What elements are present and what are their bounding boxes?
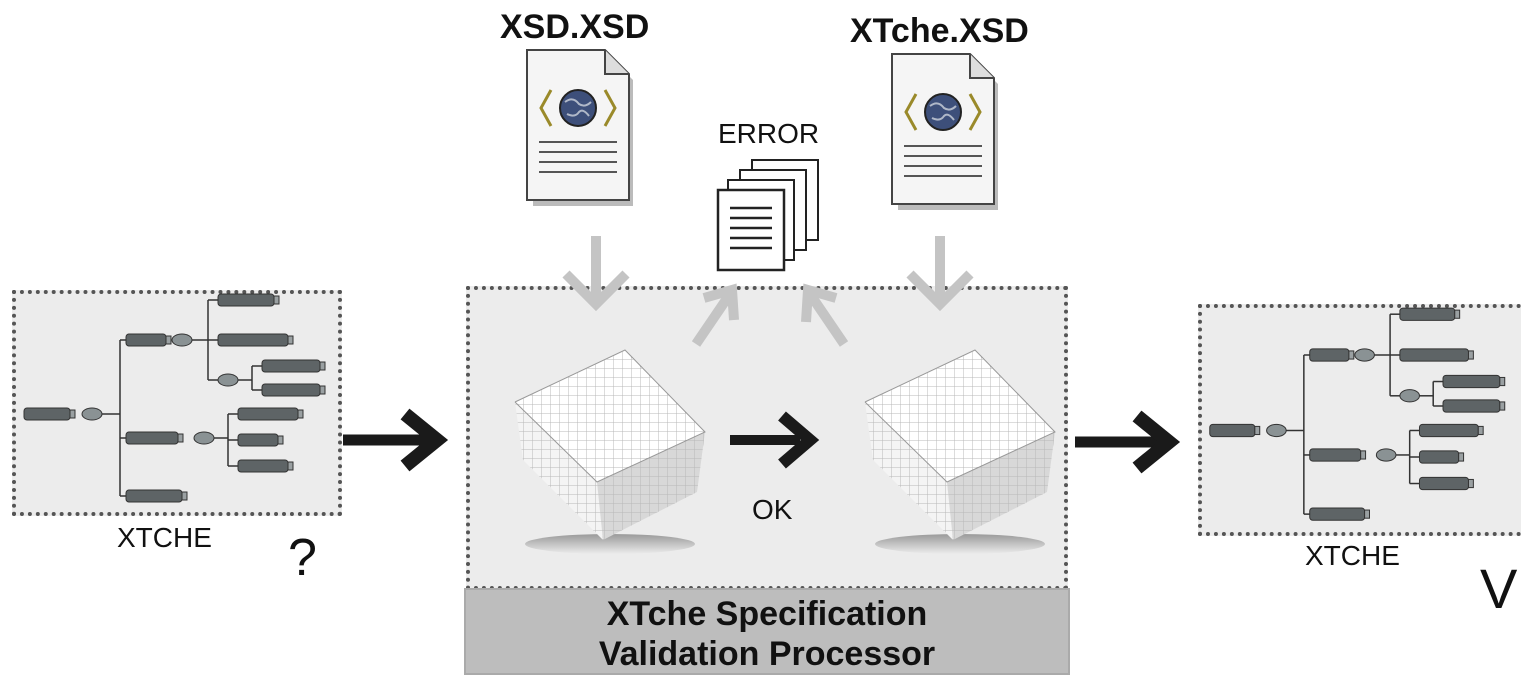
tree-node: [1209, 423, 1256, 438]
tree-node: [217, 293, 275, 307]
tree-node: [1442, 374, 1501, 389]
tree-node: [1442, 399, 1501, 413]
tree-node: [237, 433, 279, 447]
tree-connector: [81, 407, 103, 421]
xml-tree-icon: [1209, 307, 1506, 521]
tree-node: [125, 489, 183, 503]
tree-node: [125, 431, 179, 445]
tree-connector: [1375, 448, 1397, 462]
error-arrow-icon: [691, 283, 739, 347]
tree-connector: [217, 373, 239, 387]
cube-icon: [514, 349, 706, 554]
tree-connector: [193, 431, 215, 445]
left-question-mark: ?: [288, 529, 317, 587]
tree-node: [1309, 448, 1362, 462]
processor-footer: XTche Specification Validation Processor: [464, 588, 1070, 675]
error-stack-icon: [716, 159, 819, 272]
arrow-icon: [343, 408, 449, 472]
tree-node: [237, 407, 299, 421]
arrow-icon: [1075, 410, 1181, 474]
input-name-xtche: XTche.XSD: [850, 12, 1029, 50]
input-arrow-icon: [562, 236, 630, 312]
tree-connector: [1266, 423, 1287, 438]
right-check-mark: V: [1480, 557, 1518, 620]
tree-node: [1418, 450, 1460, 464]
tree-node: [217, 333, 289, 347]
ok-label: OK: [752, 494, 793, 525]
input-name-xsd: XSD.XSD: [500, 8, 650, 46]
error-label: ERROR: [718, 118, 820, 149]
tree-node: [125, 333, 167, 347]
processor-title-line2: Validation Processor: [598, 635, 936, 673]
error-arrow-icon: [801, 283, 849, 347]
tree-node: [1399, 348, 1469, 362]
tree-node: [1309, 507, 1366, 521]
xsd-document-icon: [891, 53, 998, 210]
xsd-document-icon: [526, 49, 633, 206]
tree-node: [261, 359, 321, 373]
cube-icon: [864, 349, 1056, 554]
tree-node: [237, 459, 289, 473]
tree-node: [261, 383, 321, 397]
tree-node: [1309, 348, 1350, 362]
tree-connector: [1354, 348, 1375, 362]
tree-connector: [1399, 389, 1420, 403]
left-tree-label: XTCHE: [117, 522, 212, 553]
arrow-icon: [730, 411, 820, 469]
tree-connector: [171, 333, 193, 347]
right-tree-label: XTCHE: [1305, 540, 1400, 571]
tree-node: [23, 407, 71, 421]
tree-node: [1399, 307, 1456, 321]
xml-tree-icon: [23, 293, 326, 503]
tree-node: [1418, 476, 1469, 491]
right-tree-panel: [1198, 304, 1521, 536]
left-tree-panel: [12, 290, 342, 516]
input-arrow-icon: [906, 236, 974, 312]
tree-node: [1418, 423, 1479, 438]
processor-title-line1: XTche Specification: [606, 595, 928, 633]
